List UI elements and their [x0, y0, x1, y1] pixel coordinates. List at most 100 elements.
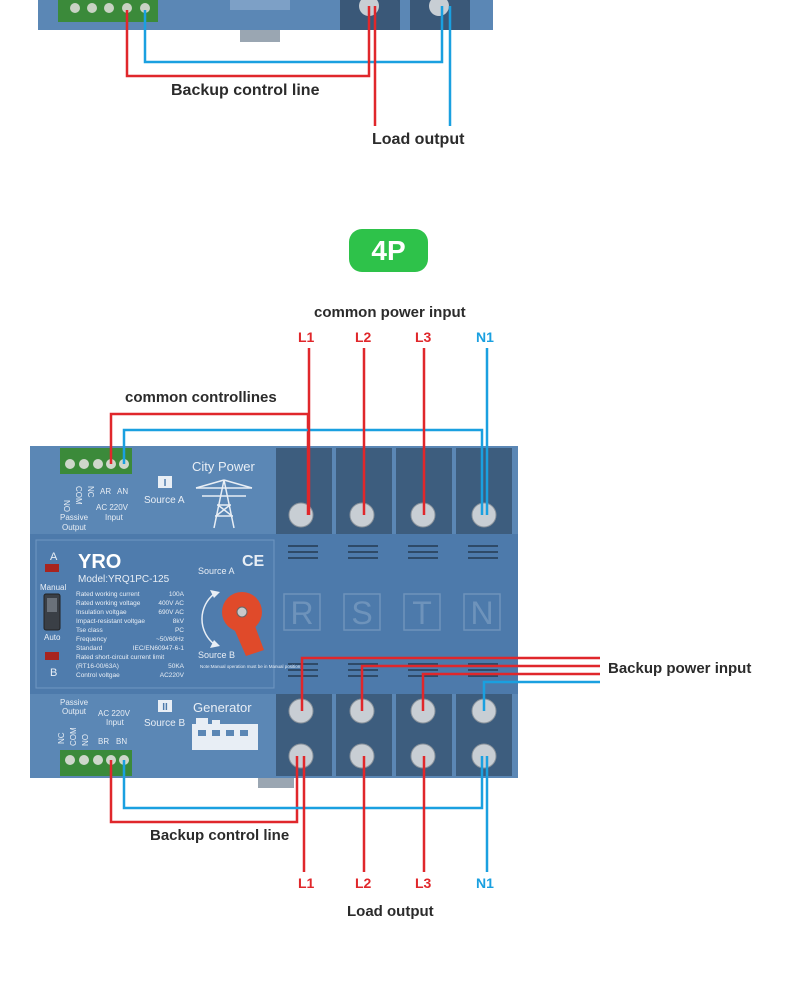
svg-text:BN: BN — [116, 737, 127, 746]
bottom-terminal-l1: L1 — [298, 875, 315, 891]
svg-text:COM: COM — [69, 727, 78, 746]
spec-value: IEC/EN60947-6-1 — [133, 645, 185, 652]
source-a-roman: I — [164, 478, 167, 489]
switch-knob — [47, 598, 57, 612]
spec-name: Rated working current — [76, 591, 140, 598]
phase-letter-s: S — [351, 595, 372, 631]
indicator-a-lamp — [45, 564, 59, 572]
bottom-control-screws — [65, 755, 129, 765]
generator-icon — [192, 718, 258, 750]
4p-badge: 4P — [349, 229, 428, 272]
manual-label: Manual — [40, 583, 66, 592]
spec-value: AC220V — [160, 672, 185, 679]
spec-name: Insulation voltgae — [76, 609, 127, 616]
source-a-label: Source A — [144, 495, 185, 506]
spec-name: Impact-resistant voltgae — [76, 618, 145, 625]
svg-text:AC 220V: AC 220V — [98, 709, 131, 718]
svg-text:NO: NO — [62, 500, 71, 512]
bottom-terminal-l3: L3 — [415, 875, 432, 891]
bottom-terminal-text: Passive Output AC 220V Input NC COM NO B… — [57, 698, 131, 746]
spec-name: Rated working voltage — [76, 600, 141, 607]
manual-note: Note:Manual operation must be in Manual … — [200, 664, 301, 669]
svg-text:AN: AN — [117, 487, 128, 496]
svg-text:NO: NO — [81, 734, 90, 746]
spec-value: 100A — [169, 591, 185, 598]
spec-value: 690V AC — [158, 609, 184, 616]
transfer-handle[interactable] — [222, 592, 264, 656]
bottom-pole-screws — [288, 698, 497, 769]
prev-backup-control-line-label: Backup control line — [171, 82, 320, 99]
backup-l2-wire — [360, 664, 600, 711]
svg-text:AC 220V: AC 220V — [96, 503, 129, 512]
city-power-label: City Power — [192, 459, 256, 474]
phase-letters: R S T N — [283, 593, 501, 631]
backup-power-input-label: Backup power input — [608, 660, 752, 677]
bottom-terminal-n1: N1 — [476, 875, 494, 891]
prev-screw-2 — [429, 0, 449, 16]
spec-value: PC — [175, 627, 184, 634]
spec-name: Tse class — [76, 627, 103, 634]
arrow-head-bottom-icon — [210, 640, 220, 648]
din-clip — [258, 776, 294, 788]
model-label: Model:YRQ1PC-125 — [78, 574, 170, 585]
prev-red-control-wire — [125, 6, 371, 78]
indicator-a-label: A — [50, 551, 58, 563]
source-b-roman: II — [162, 702, 168, 713]
spec-value: ~50/60Hz — [156, 636, 184, 643]
svg-text:Output: Output — [62, 523, 87, 532]
top-partial-diagram — [38, 0, 493, 126]
top-terminal-l1: L1 — [298, 329, 315, 345]
svg-text:NC: NC — [57, 732, 66, 744]
prev-terminal-screws — [70, 3, 150, 13]
spec-name: Standard — [76, 645, 103, 652]
phase-letter-t: T — [412, 595, 432, 631]
svg-text:NC: NC — [86, 486, 95, 498]
blue-control-wire-top — [122, 428, 484, 515]
top-terminal-l2: L2 — [355, 329, 372, 345]
handle-source-a-label: Source A — [198, 566, 235, 576]
svg-text:Input: Input — [106, 718, 125, 727]
prev-blue-control-wire — [143, 6, 444, 64]
svg-text:Passive: Passive — [60, 698, 89, 707]
load-output-label: Load output — [347, 903, 434, 920]
source-b-roman-box — [158, 700, 172, 712]
top-terminal-l3: L3 — [415, 329, 432, 345]
top-terminal-n1: N1 — [476, 329, 494, 345]
backup-l3-wire — [421, 672, 600, 711]
spec-name: Control voltgae — [76, 672, 120, 679]
source-b-label: Source B — [144, 718, 185, 729]
svg-text:Input: Input — [105, 513, 124, 522]
auto-label: Auto — [44, 633, 61, 642]
spec-table: Rated working current 100A Rated working v… — [76, 591, 185, 679]
top-terminal-text: NO COM NC AR AN AC 220V Input Passive Ou… — [60, 486, 129, 532]
generator-label: Generator — [193, 700, 252, 715]
spec-name: (RT16-00/63A) — [76, 663, 119, 670]
brand-logo: YRO — [78, 551, 121, 573]
prev-din-clip — [240, 30, 280, 42]
ce-mark: CE — [242, 553, 265, 570]
power-pylon-icon — [195, 479, 253, 529]
svg-text:COM: COM — [74, 486, 83, 505]
backup-n1-wire — [482, 680, 600, 711]
backup-control-line-label: Backup control line — [150, 827, 290, 844]
spec-value: 50KA — [168, 663, 185, 670]
rotation-arrow-icon — [201, 593, 215, 645]
phase-letter-n: N — [470, 595, 493, 631]
spec-value: 400V AC — [158, 600, 184, 607]
svg-text:Output: Output — [62, 707, 87, 716]
prev-label-plate — [230, 0, 290, 10]
spec-name: Rated short-circuit current limit — [76, 654, 164, 661]
svg-text:BR: BR — [98, 737, 109, 746]
red-control-wire-bottom — [109, 756, 299, 824]
bottom-terminal-l2: L2 — [355, 875, 372, 891]
svg-text:AR: AR — [100, 487, 111, 496]
common-controllines-label: common controllines — [125, 389, 277, 406]
phase-letter-r: R — [290, 595, 313, 631]
source-a-roman-box — [158, 476, 172, 488]
indicator-b-label: B — [50, 667, 57, 679]
common-power-input-label: common power input — [314, 304, 466, 321]
svg-text:Passive: Passive — [60, 513, 89, 522]
arrow-head-top-icon — [210, 590, 220, 598]
prev-load-output-label: Load output — [372, 131, 465, 148]
